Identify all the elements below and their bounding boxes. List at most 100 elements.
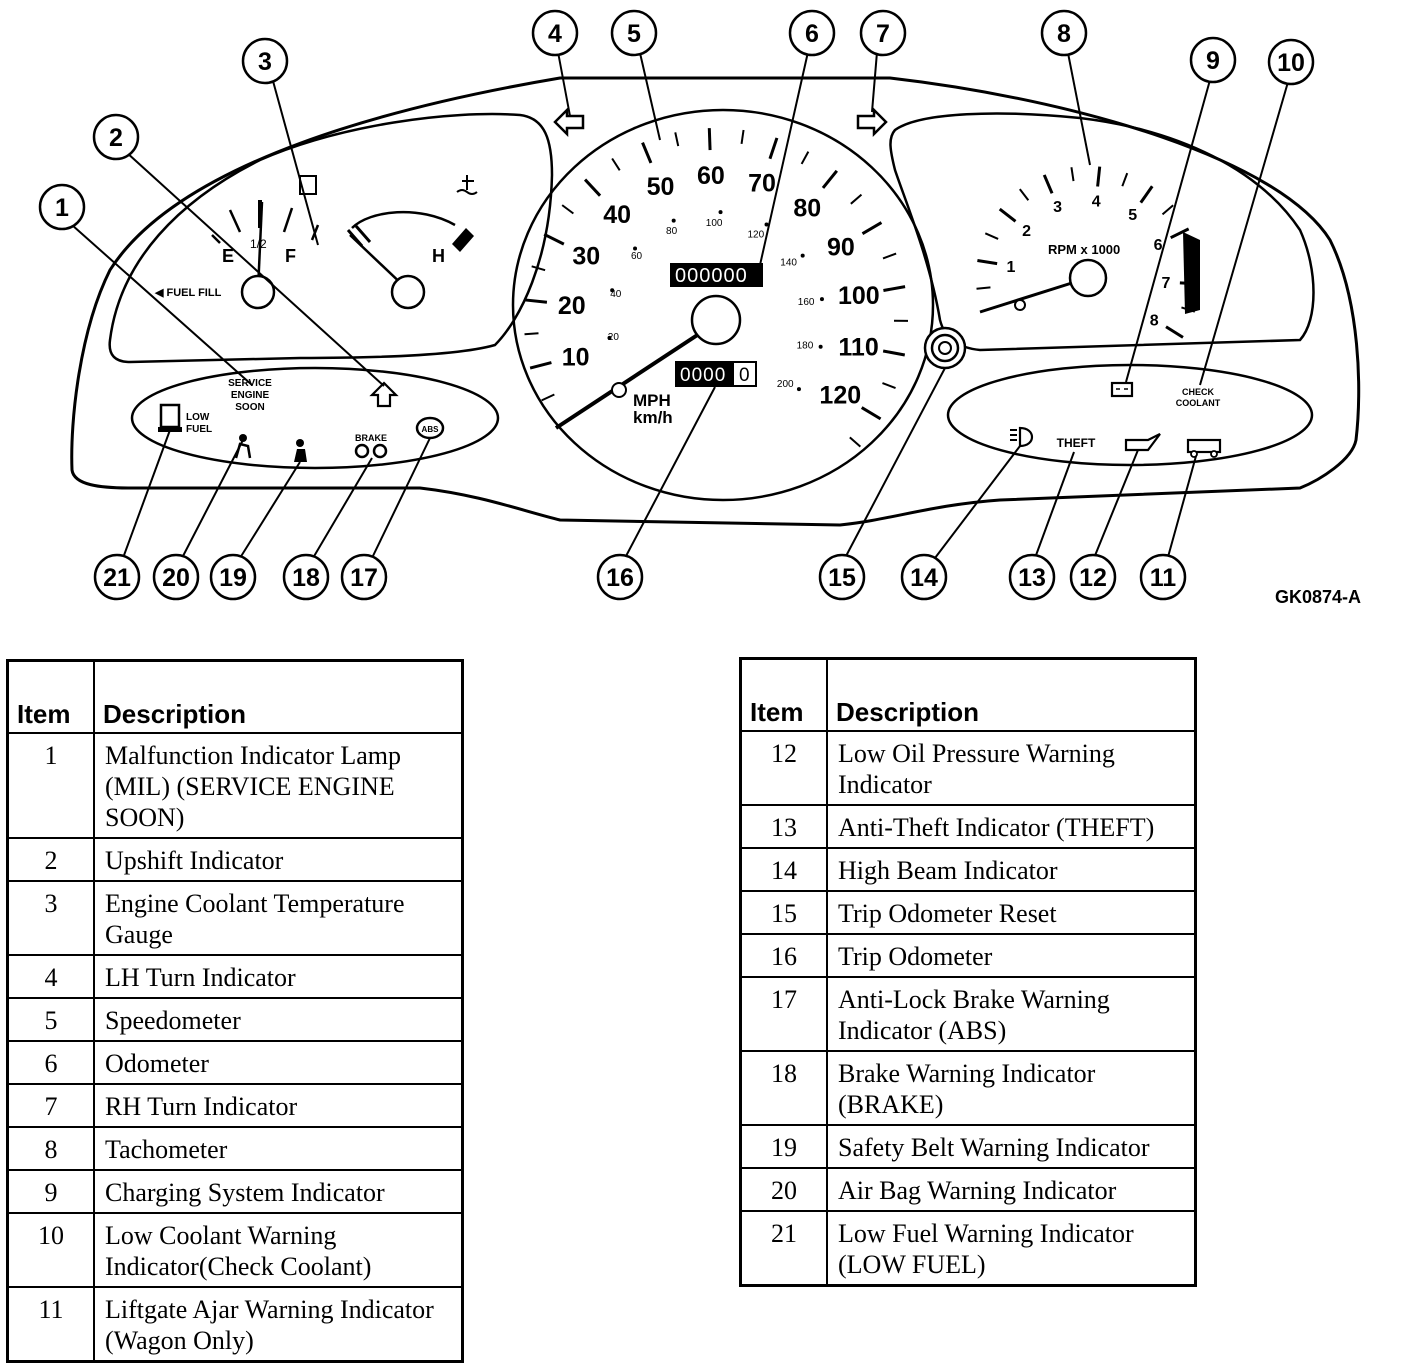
speedometer-tick (612, 159, 620, 171)
tachometer-needle (980, 282, 1075, 312)
item-number-cell: 6 (8, 1041, 95, 1084)
svg-text:COOLANT: COOLANT (1176, 398, 1221, 408)
tachometer-tick (1166, 327, 1183, 338)
column-header-item: Item (741, 659, 828, 732)
description-cell: High Beam Indicator (827, 848, 1196, 891)
mph-tick-label: 120 (819, 382, 861, 410)
svg-text:19: 19 (219, 564, 247, 592)
rpm-tick-label: 8 (1150, 312, 1159, 329)
svg-text:13: 13 (1018, 564, 1046, 592)
description-cell: Trip Odometer Reset (827, 891, 1196, 934)
tachometer-tick (1044, 175, 1052, 193)
svg-text:18: 18 (292, 564, 320, 592)
abs-lamp: ABS (417, 418, 443, 438)
description-cell: Safety Belt Warning Indicator (827, 1125, 1196, 1168)
callout-2: 2 (94, 115, 138, 159)
callout-4: 4 (533, 11, 577, 55)
tachometer-hub (1070, 260, 1106, 296)
speedometer-tick (883, 351, 905, 355)
speedometer-tick (544, 234, 564, 244)
speedometer-tick (883, 287, 905, 291)
speedometer-tick (882, 383, 895, 388)
svg-text:FUEL: FUEL (186, 424, 212, 435)
callout-5: 5 (612, 11, 656, 55)
speedometer-tick (542, 395, 555, 401)
rpm-tick-label: 7 (1161, 275, 1170, 292)
temperature-gauge: H (348, 175, 477, 308)
speedometer-tick (709, 128, 710, 150)
callout-3: 3 (243, 39, 287, 83)
low-fuel-pump-icon (161, 405, 179, 427)
check-coolant-lamp: CHECK COOLANT (1176, 387, 1221, 408)
column-header-description: Description (94, 661, 463, 734)
speedometer-hub (692, 296, 740, 344)
mph-tick-label: 100 (838, 282, 880, 310)
rpm-tick-label: 6 (1154, 237, 1163, 254)
upshift-arrow-icon (372, 383, 396, 406)
speedometer-tick (851, 195, 862, 204)
kmh-tick-label: 120 (747, 229, 764, 240)
callout-6: 6 (790, 11, 834, 55)
mph-tick-label: 40 (603, 201, 631, 229)
mph-tick-label: 50 (647, 173, 675, 201)
mph-tick-label: 70 (748, 169, 776, 197)
svg-text:CHECK: CHECK (1182, 387, 1215, 397)
callout-1: 1 (40, 185, 84, 229)
speedometer-tick (525, 333, 539, 334)
oil-can-icon (1126, 434, 1160, 450)
rpm-tick-label: 2 (1022, 223, 1031, 240)
mph-tick-label: 90 (827, 233, 855, 261)
speedometer-tick (862, 223, 881, 234)
speedometer-pivot-marker (612, 383, 626, 397)
callout-19: 19 (211, 555, 255, 599)
speedometer-tick (883, 254, 896, 259)
mph-tick-label: 60 (697, 162, 725, 190)
rpm-tick-label: 5 (1128, 207, 1137, 224)
description-cell: Low Coolant Warning Indicator(Check Cool… (94, 1213, 463, 1287)
callout-10: 10 (1269, 40, 1313, 84)
mph-tick-label: 10 (562, 343, 590, 371)
mph-tick-label: 80 (793, 194, 821, 222)
brake-icon (356, 445, 368, 457)
tachometer-tick (1122, 173, 1127, 186)
svg-text:LOW: LOW (186, 412, 210, 423)
right-gauge-pod (890, 114, 1313, 350)
rh-turn-arrow-icon (858, 110, 886, 134)
callout-7: 7 (861, 11, 905, 55)
svg-text:ENGINE: ENGINE (231, 390, 270, 401)
callout-11: 11 (1141, 555, 1185, 599)
callout-13: 13 (1010, 555, 1054, 599)
description-cell: Anti-Lock Brake Warning Indicator (ABS) (827, 977, 1196, 1051)
tachometer-unit-label: RPM x 1000 (1048, 242, 1120, 257)
speedometer-tick (675, 132, 678, 146)
item-number-cell: 5 (8, 998, 95, 1041)
temp-hot-label: H (432, 246, 445, 266)
item-number-cell: 4 (8, 955, 95, 998)
speedometer-tick (562, 205, 573, 213)
rpm-tick-label: 3 (1053, 199, 1062, 216)
svg-text:14: 14 (910, 564, 938, 592)
rpm-tick-label: 1 (1007, 259, 1016, 276)
speedometer-tick (530, 363, 551, 369)
item-number-cell: 17 (741, 977, 828, 1051)
tachometer-tick (977, 260, 997, 263)
description-cell: Liftgate Ajar Warning Indicator (Wagon O… (94, 1287, 463, 1362)
item-number-cell: 7 (8, 1084, 95, 1127)
description-cell: Low Oil Pressure Warning Indicator (827, 731, 1196, 805)
svg-text:8: 8 (1057, 20, 1071, 48)
description-cell: RH Turn Indicator (94, 1084, 463, 1127)
tachometer-tick (1071, 167, 1073, 181)
liftgate-ajar-icon (1188, 440, 1220, 457)
trip-odometer-tenths: 0 (739, 365, 750, 386)
svg-text:21: 21 (103, 564, 131, 592)
